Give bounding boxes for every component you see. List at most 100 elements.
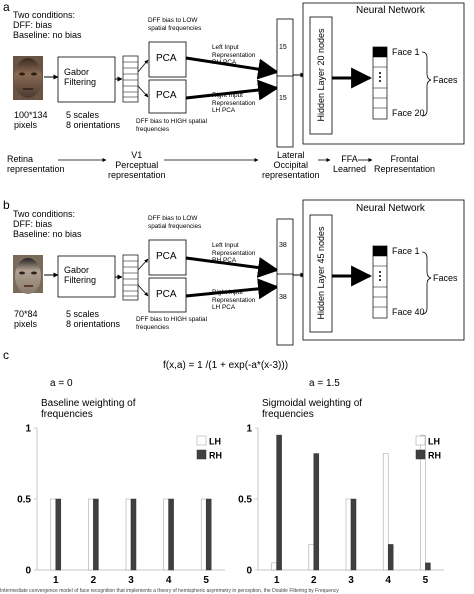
pca-bottom-label-b: PCA [156, 289, 177, 300]
bar-lh-4 [382, 453, 389, 571]
x-tick-label: 4 [385, 575, 391, 586]
bar-rh-1 [276, 434, 282, 571]
left-a-value: a = 0 [50, 378, 73, 389]
pca-count-bottom-b: 38 [279, 294, 287, 301]
pca-count-top-b: 38 [279, 242, 287, 249]
feature-stack-b [122, 254, 139, 301]
faces-label-a: Faces [433, 75, 458, 85]
bar-lh-1 [271, 562, 277, 571]
right-input-label-a: Right Input Representation LH PCA [212, 92, 256, 114]
legend-swatch-lh [415, 435, 426, 446]
bar-lh-3 [125, 498, 132, 571]
scales-label-a: 5 scales 8 orientations [66, 110, 121, 130]
bar-rh-2 [313, 453, 320, 571]
pca-box-b-top [148, 239, 187, 276]
x-tick-label: 1 [53, 575, 59, 586]
left-input-label-b: Left Input Representation RH PCA [212, 242, 256, 264]
legend-label-rh: RH [428, 451, 441, 461]
conditions-text-b: Two conditions: DFF: bias Baseline: no b… [13, 209, 82, 239]
nn-title-a: Neural Network [356, 5, 425, 16]
faces-brace-a [421, 51, 432, 117]
x-tick-label: 5 [423, 575, 429, 586]
face-image-a [13, 56, 43, 100]
x-tick-label: 4 [166, 575, 172, 586]
bar-lh-3 [345, 498, 352, 571]
bar-rh-4 [168, 498, 174, 571]
pathway-frontal: Frontal Representation [374, 154, 436, 174]
face-last-b: Face 40 [392, 307, 425, 317]
feature-stack-a [122, 55, 139, 103]
pathway-v1: V1 Perceptual representation [108, 150, 166, 180]
bar-rh-3 [130, 498, 137, 571]
legend-swatch-rh [415, 449, 426, 460]
right-input-label-b: Right Input Representation LH PCA [212, 289, 256, 311]
nn-title-b: Neural Network [356, 203, 425, 214]
faces-label-b: Faces [433, 273, 458, 283]
bar-rh-3 [350, 498, 357, 571]
legend-label-rh: RH [209, 451, 222, 461]
output-column-b [372, 245, 388, 319]
right-a-value: a = 1.5 [309, 378, 340, 389]
x-tick-label: 2 [91, 575, 97, 586]
y-tick-label: 1 [25, 424, 31, 435]
legend-swatch-lh [196, 435, 207, 446]
input-column-b [276, 218, 294, 346]
y-tick-label: 0.5 [17, 495, 31, 506]
dff-high-a: DFF bias to HIGH spatial frequencies [136, 118, 208, 133]
pca-bottom-label-a: PCA [156, 90, 177, 101]
pca-box-b-bottom [148, 277, 187, 313]
hidden-layer-label-a: Hidden Layer 20 nodes [316, 28, 326, 122]
pca-top-label-b: PCA [156, 251, 177, 262]
dff-low-a: DFF bias to LOW spatial frequencies [148, 17, 202, 32]
panel-letter-c: c [3, 348, 9, 362]
faces-brace-b [421, 251, 432, 315]
pathway-retina: Retina representation [7, 154, 65, 174]
face-image-b [13, 255, 43, 294]
pca-top-label-a: PCA [156, 53, 177, 64]
x-tick-label: 3 [348, 575, 354, 586]
right-chart-title: Sigmoidal weighting of frequencies [262, 398, 363, 420]
left-input-label-a: Left Input Representation RH PCA [212, 44, 256, 66]
face-last-a: Face 20 [392, 108, 425, 118]
y-tick-label: 0 [246, 566, 252, 577]
pathway-lateral-occipital: Lateral Occipital representation [262, 150, 320, 180]
gabor-label-a: Gabor Filtering [64, 67, 97, 87]
y-tick-label: 0 [25, 566, 31, 577]
bar-lh-5 [420, 434, 426, 571]
panel-letter-b: b [3, 198, 10, 212]
output-column-a [372, 46, 388, 120]
sigmoid-formula: f(x,a) = 1 /(1 + exp(-a*(x-3))) [163, 360, 289, 371]
gabor-box-a [57, 56, 116, 103]
panel-letter-a: a [3, 0, 10, 14]
bar-rh-1 [55, 498, 62, 571]
figure-caption: Intermediate convergence model of face r… [0, 588, 339, 594]
conditions-text-a: Two conditions: DFF: bias Baseline: no b… [13, 10, 82, 40]
bar-lh-2 [308, 544, 315, 571]
bar-lh-5 [200, 498, 207, 571]
pixels-label-a: 100*134 pixels [14, 110, 48, 130]
bar-rh-4 [387, 544, 394, 571]
dff-low-b: DFF bias to LOW spatial frequencies [148, 215, 202, 230]
x-tick-label: 3 [128, 575, 134, 586]
panel-a-graphics [13, 2, 465, 148]
bar-rh-2 [93, 498, 99, 571]
left-chart-title: Baseline weighting of frequencies [41, 398, 136, 420]
pathway-ffa: FFA Learned [333, 154, 367, 174]
bar-rh-5 [205, 498, 212, 571]
x-tick-label: 1 [274, 575, 280, 586]
hidden-layer-box-b [309, 214, 333, 333]
face-first-b: Face 1 [392, 246, 420, 256]
bar-lh-2 [88, 498, 94, 571]
hidden-layer-box-a [309, 16, 333, 135]
y-tick-label: 1 [246, 424, 252, 435]
legend-swatch-rh [196, 449, 207, 460]
pca-box-a-bottom [148, 79, 187, 114]
x-tick-label: 5 [203, 575, 209, 586]
pixels-label-b: 70*84 pixels [14, 309, 38, 329]
panel-b-graphics [13, 199, 465, 346]
input-column-a [276, 18, 294, 148]
dff-high-b: DFF bias to HIGH spatial frequencies [136, 316, 208, 331]
